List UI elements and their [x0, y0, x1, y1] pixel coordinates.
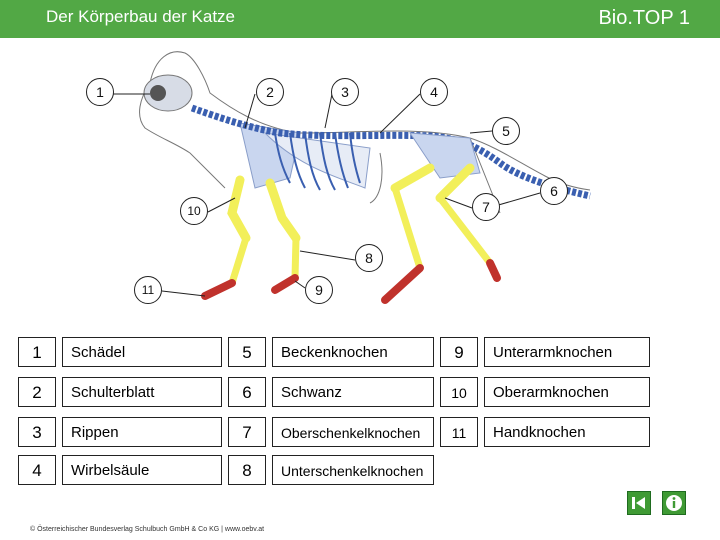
legend-label: Unterarmknochen: [484, 337, 650, 367]
diagram-label-10: 10: [180, 197, 208, 225]
copyright-notice: © Österreichischer Bundesverlag Schulbuc…: [30, 526, 265, 533]
page-title: Der Körperbau der Katze: [46, 7, 235, 26]
legend-number: 5: [228, 337, 266, 367]
legend-number: 1: [18, 337, 56, 367]
brand-label: Bio.TOP 1: [598, 7, 690, 29]
info-icon: [666, 495, 682, 511]
diagram-label-9: 9: [305, 276, 333, 304]
legend-number: 3: [18, 417, 56, 447]
radius-back: [291, 234, 300, 282]
hind-paw-1: [381, 264, 424, 304]
diagram-label-2: 2: [256, 78, 284, 106]
hind-paw-2: [486, 259, 501, 282]
tibia-2: [436, 194, 494, 267]
femur-2: [435, 163, 475, 203]
cat-skeleton-illustration: [112, 51, 591, 304]
legend-number: 9: [440, 337, 478, 367]
legend-label: Schwanz: [272, 377, 434, 407]
legend-label: Oberschenkelknochen: [272, 417, 434, 447]
skip-back-button[interactable]: [627, 491, 651, 515]
paw-front: [201, 279, 236, 300]
humerus-back: [265, 178, 301, 243]
diagram-label-5: 5: [492, 117, 520, 145]
diagram-label-7: 7: [472, 193, 500, 221]
radius-front: [228, 234, 250, 287]
diagram-label-3: 3: [331, 78, 359, 106]
leader-lines: [112, 93, 541, 297]
header-bar: Der Körperbau der Katze Bio.TOP 1: [0, 0, 720, 38]
legend-label: Wirbelsäule: [62, 455, 222, 485]
legend-number: 4: [18, 455, 56, 485]
paw-back: [271, 274, 299, 294]
legend-label: Rippen: [62, 417, 222, 447]
diagram-label-1: 1: [86, 78, 114, 106]
cat-skeleton-diagram: 1 2 3 4 5 6 7 8 9 10 11: [0, 38, 720, 338]
diagram-label-8: 8: [355, 244, 383, 272]
legend-number: 11: [440, 417, 478, 447]
diagram-label-11: 11: [134, 276, 162, 304]
eye-socket: [150, 85, 166, 101]
legend-label: Unterschenkelknochen: [272, 455, 434, 485]
cat-body-outline: [139, 51, 591, 214]
info-button[interactable]: [662, 491, 686, 515]
legend-number: 7: [228, 417, 266, 447]
diagram-label-6: 6: [540, 177, 568, 205]
femur-1: [390, 163, 435, 193]
humerus-front: [227, 175, 251, 243]
skip-back-icon: [632, 497, 645, 509]
legend-number: 6: [228, 377, 266, 407]
pelvis: [409, 132, 481, 179]
legend-label: Schädel: [62, 337, 222, 367]
legend-number: 8: [228, 455, 266, 485]
skull: [143, 74, 193, 112]
legend-number: 10: [440, 377, 478, 407]
legend-label: Beckenknochen: [272, 337, 434, 367]
diagram-label-4: 4: [420, 78, 448, 106]
tibia-1: [391, 184, 424, 272]
legend-label: Oberarmknochen: [484, 377, 650, 407]
legend-label: Handknochen: [484, 417, 650, 447]
legend-number: 2: [18, 377, 56, 407]
legend-label: Schulterblatt: [62, 377, 222, 407]
